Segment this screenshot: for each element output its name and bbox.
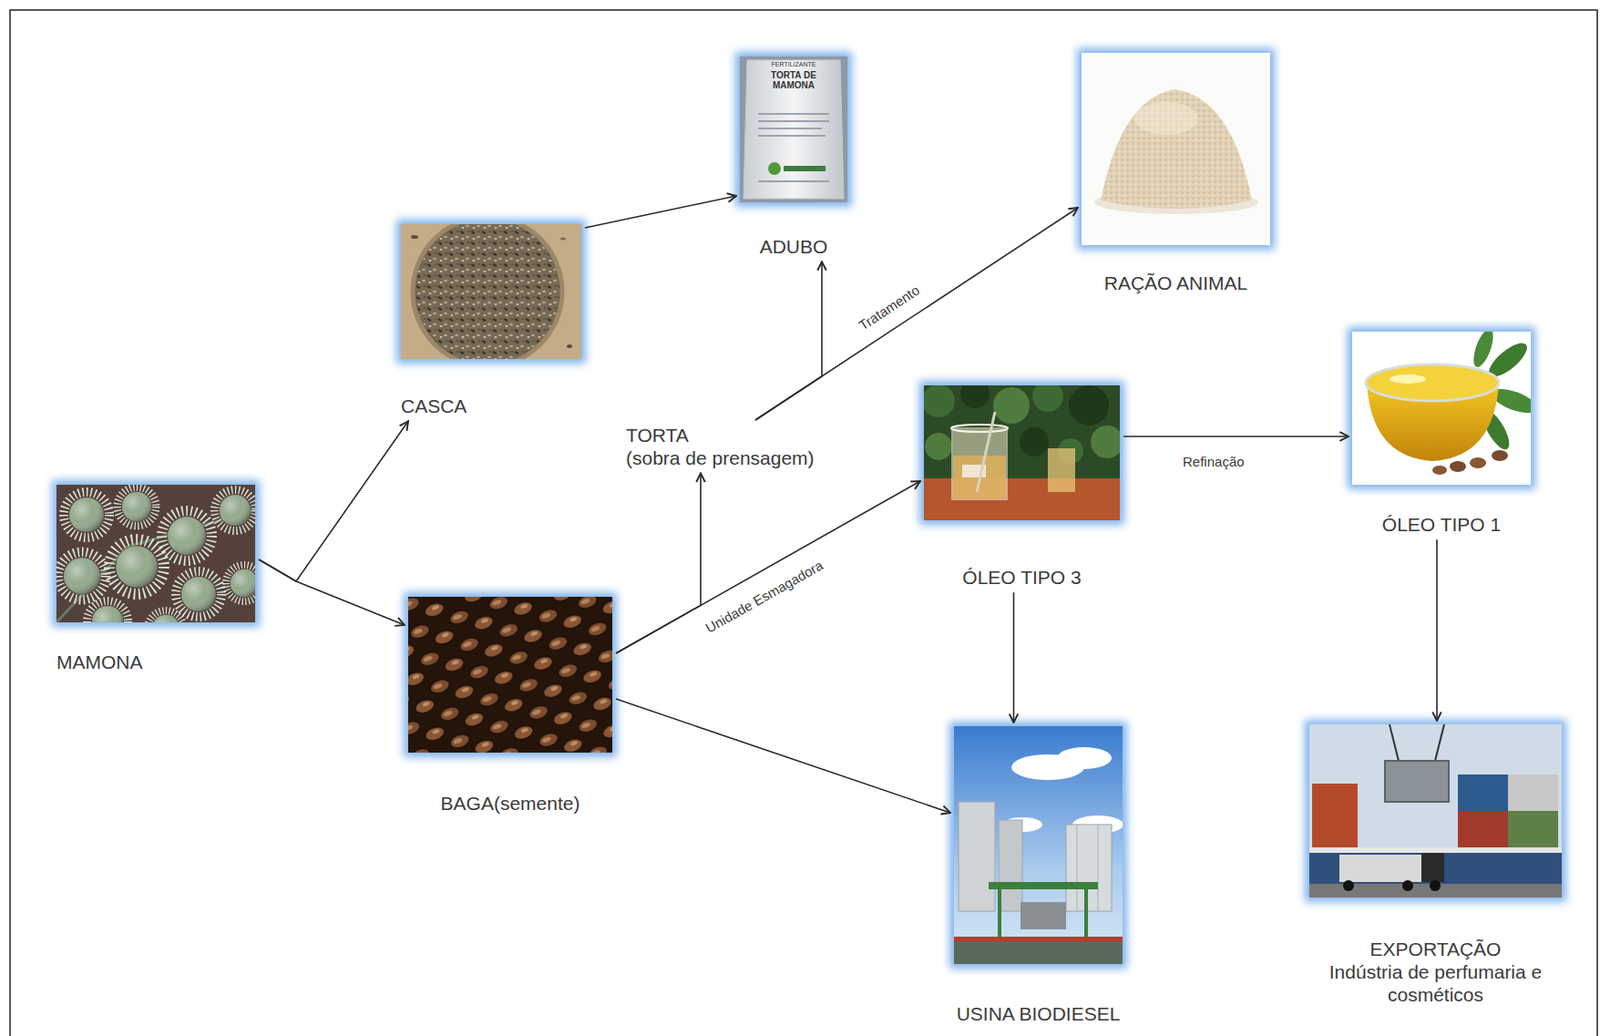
node-label: ADUBO — [759, 235, 829, 258]
refined-oil-photo — [1352, 331, 1531, 485]
text-node: TORTA(sobra de prensagem) — [625, 423, 815, 470]
flow-arrow — [584, 195, 737, 228]
node-body: Indústria de perfumaria e cosméticos — [1312, 960, 1559, 1006]
node-label: ÓLEO TIPO 3 — [962, 565, 1081, 589]
node-label: RAÇÃO ANIMAL — [1104, 271, 1249, 295]
edge-label: Refinação — [1180, 453, 1247, 471]
photo-frame — [408, 596, 613, 753]
photo-frame — [1081, 52, 1271, 246]
husk-photo — [400, 224, 582, 359]
node-label: CASCA — [400, 394, 467, 418]
flow-arrow — [755, 207, 1078, 421]
flow-arrow — [755, 261, 822, 421]
photo-frame — [1352, 331, 1531, 485]
photo-glow — [51, 48, 1567, 969]
node-label: MAMONA — [56, 650, 144, 674]
bag-print: TORTA DE MAMONA — [770, 71, 817, 91]
flow-arrow — [1123, 435, 1349, 438]
photo-node: RAÇÃO ANIMAL — [1081, 52, 1271, 295]
photo-frame — [1309, 724, 1562, 898]
outer-frame — [10, 10, 1598, 1036]
node-body: (sobra de prensagem) — [625, 446, 815, 470]
node-label: BAGA(semente) — [441, 791, 581, 815]
node-label: TORTA — [625, 423, 689, 447]
fertilizer-bag-photo — [739, 56, 848, 203]
photo-frame — [953, 726, 1123, 965]
photo-frame — [400, 224, 582, 359]
animal-feed-photo — [1081, 52, 1271, 246]
node-label: USINA BIODIESEL — [956, 1002, 1121, 1026]
photo-node: USINA BIODIESEL — [953, 726, 1123, 1026]
edge-label: Tratamento — [854, 280, 925, 335]
flow-arrow — [258, 420, 409, 582]
photo-node: MAMONA — [56, 484, 256, 674]
seeds-photo — [408, 596, 613, 753]
crude-oil-photo — [923, 385, 1120, 521]
photo-node: BAGA(semente) — [408, 596, 613, 815]
biodiesel-plant-photo — [953, 726, 1123, 965]
photo-node: ÓLEO TIPO 1 — [1352, 331, 1531, 536]
flow-arrow — [1435, 539, 1438, 721]
flow-arrow — [615, 481, 921, 654]
node-label: EXPORTAÇÃO — [1370, 937, 1502, 961]
node-label: ÓLEO TIPO 1 — [1382, 512, 1501, 536]
flow-arrow — [615, 472, 701, 654]
photo-frame — [923, 385, 1120, 521]
flow-arrow — [258, 559, 405, 626]
castor-plant-photo — [56, 484, 256, 623]
photo-node: CASCA — [400, 224, 582, 418]
photo-node: EXPORTAÇÃOIndústria de perfumaria e cosm… — [1309, 724, 1562, 1007]
flow-arrow — [1013, 592, 1016, 723]
bag-print: FERTILIZANTE — [749, 61, 838, 68]
export-ship-photo — [1309, 724, 1562, 898]
edge-label: Unidade Esmagadora — [701, 555, 829, 637]
photo-frame — [56, 484, 256, 623]
flow-arrow — [615, 698, 951, 813]
photo-node: ÓLEO TIPO 3 — [923, 385, 1120, 589]
